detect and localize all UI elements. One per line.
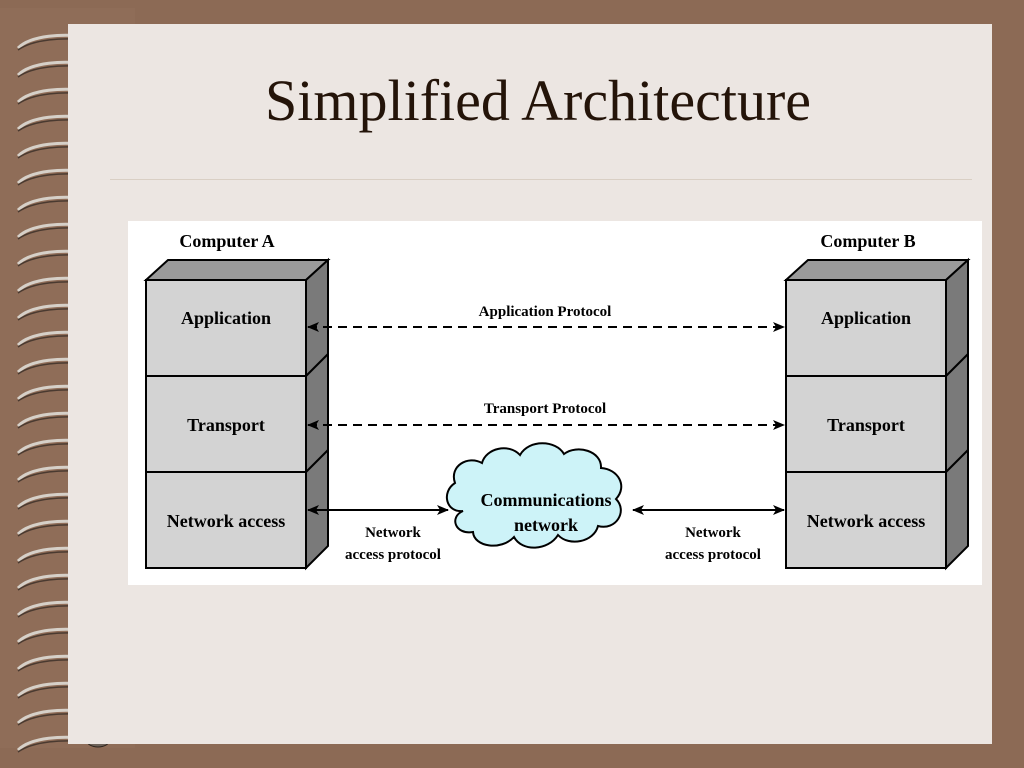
cloud-label-line-1: Communications [480, 490, 611, 510]
computer-b-transport-layer [785, 375, 947, 473]
computer-a-network-access-label: Network access [167, 511, 285, 531]
computer-b-stack: Application Transport Network access [783, 257, 971, 571]
computer-b-network-access-label: Network access [807, 511, 925, 531]
cloud-label-line-2: network [514, 515, 578, 535]
computer-a-top-face [143, 259, 331, 281]
computer-a-application-label: Application [181, 308, 271, 328]
network-access-right-line-2: access protocol [665, 547, 761, 563]
computer-b-application-label: Application [821, 308, 911, 328]
title-divider [110, 179, 972, 180]
network-access-right-line-1: Network [685, 525, 741, 541]
computer-a-label: Computer A [179, 231, 274, 251]
transport-protocol-label: Transport Protocol [484, 401, 606, 417]
communications-network-cloud [445, 442, 623, 549]
computer-a-stack: Application Transport Network access [143, 257, 331, 571]
network-access-left-line-1: Network [365, 525, 421, 541]
computer-a-network-access-layer [145, 471, 307, 569]
protocol-architecture-diagram: Computer A Computer B Application Transp… [143, 231, 971, 571]
computer-b-side-face [945, 257, 969, 571]
computer-b-label: Computer B [820, 231, 915, 251]
computer-b-network-access-layer [785, 471, 947, 569]
application-protocol-label: Application Protocol [479, 304, 612, 320]
computer-b-transport-label: Transport [827, 415, 905, 435]
computer-a-application-layer [145, 279, 307, 377]
slide-title: Simplified Architecture [264, 68, 811, 133]
computer-a-transport-label: Transport [187, 415, 265, 435]
network-access-left-line-2: access protocol [345, 547, 441, 563]
computer-a-side-face [305, 257, 329, 571]
computer-b-top-face [783, 259, 971, 281]
computer-b-application-layer [785, 279, 947, 377]
